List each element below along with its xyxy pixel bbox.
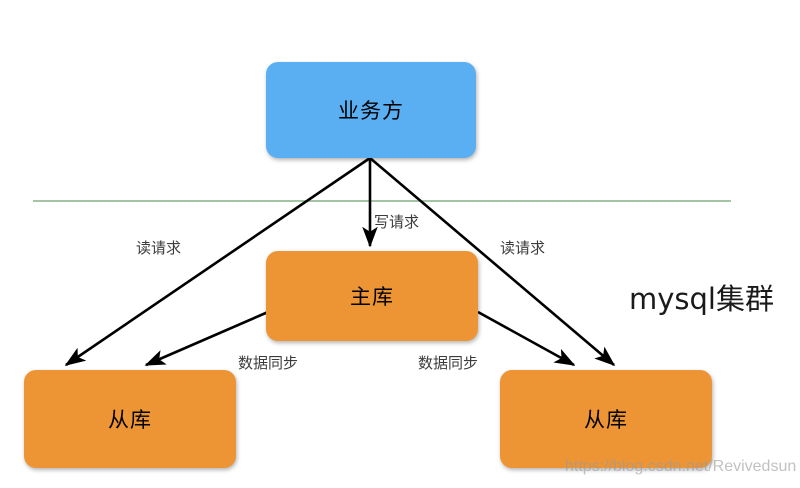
node-master-db[interactable]: 主库 xyxy=(266,251,478,341)
node-slave-db-left-label: 从库 xyxy=(108,408,152,432)
edge-label-sync-left: 数据同步 xyxy=(238,354,299,372)
cluster-title: mysql集群 xyxy=(629,282,774,316)
watermark-text: https://blog.csdn.net/Revivedsun xyxy=(565,458,797,475)
node-business-client[interactable]: 业务方 xyxy=(266,62,476,158)
node-business-client-label: 业务方 xyxy=(338,99,404,123)
node-slave-db-left[interactable]: 从库 xyxy=(24,370,236,468)
edge-master-to-slave-left xyxy=(144,310,269,367)
edge-label-read-right: 读请求 xyxy=(500,239,546,257)
node-slave-db-right-label: 从库 xyxy=(584,408,628,432)
node-slave-db-right[interactable]: 从库 xyxy=(500,370,712,468)
edge-client-to-slave-right xyxy=(369,157,616,367)
edge-label-read-left: 读请求 xyxy=(136,239,182,257)
edge-client-to-slave-left xyxy=(64,156,371,367)
edge-label-write: 写请求 xyxy=(374,213,420,231)
edge-master-to-slave-right xyxy=(477,310,576,367)
edge-label-sync-right: 数据同步 xyxy=(418,354,479,372)
node-master-db-label: 主库 xyxy=(350,285,394,309)
